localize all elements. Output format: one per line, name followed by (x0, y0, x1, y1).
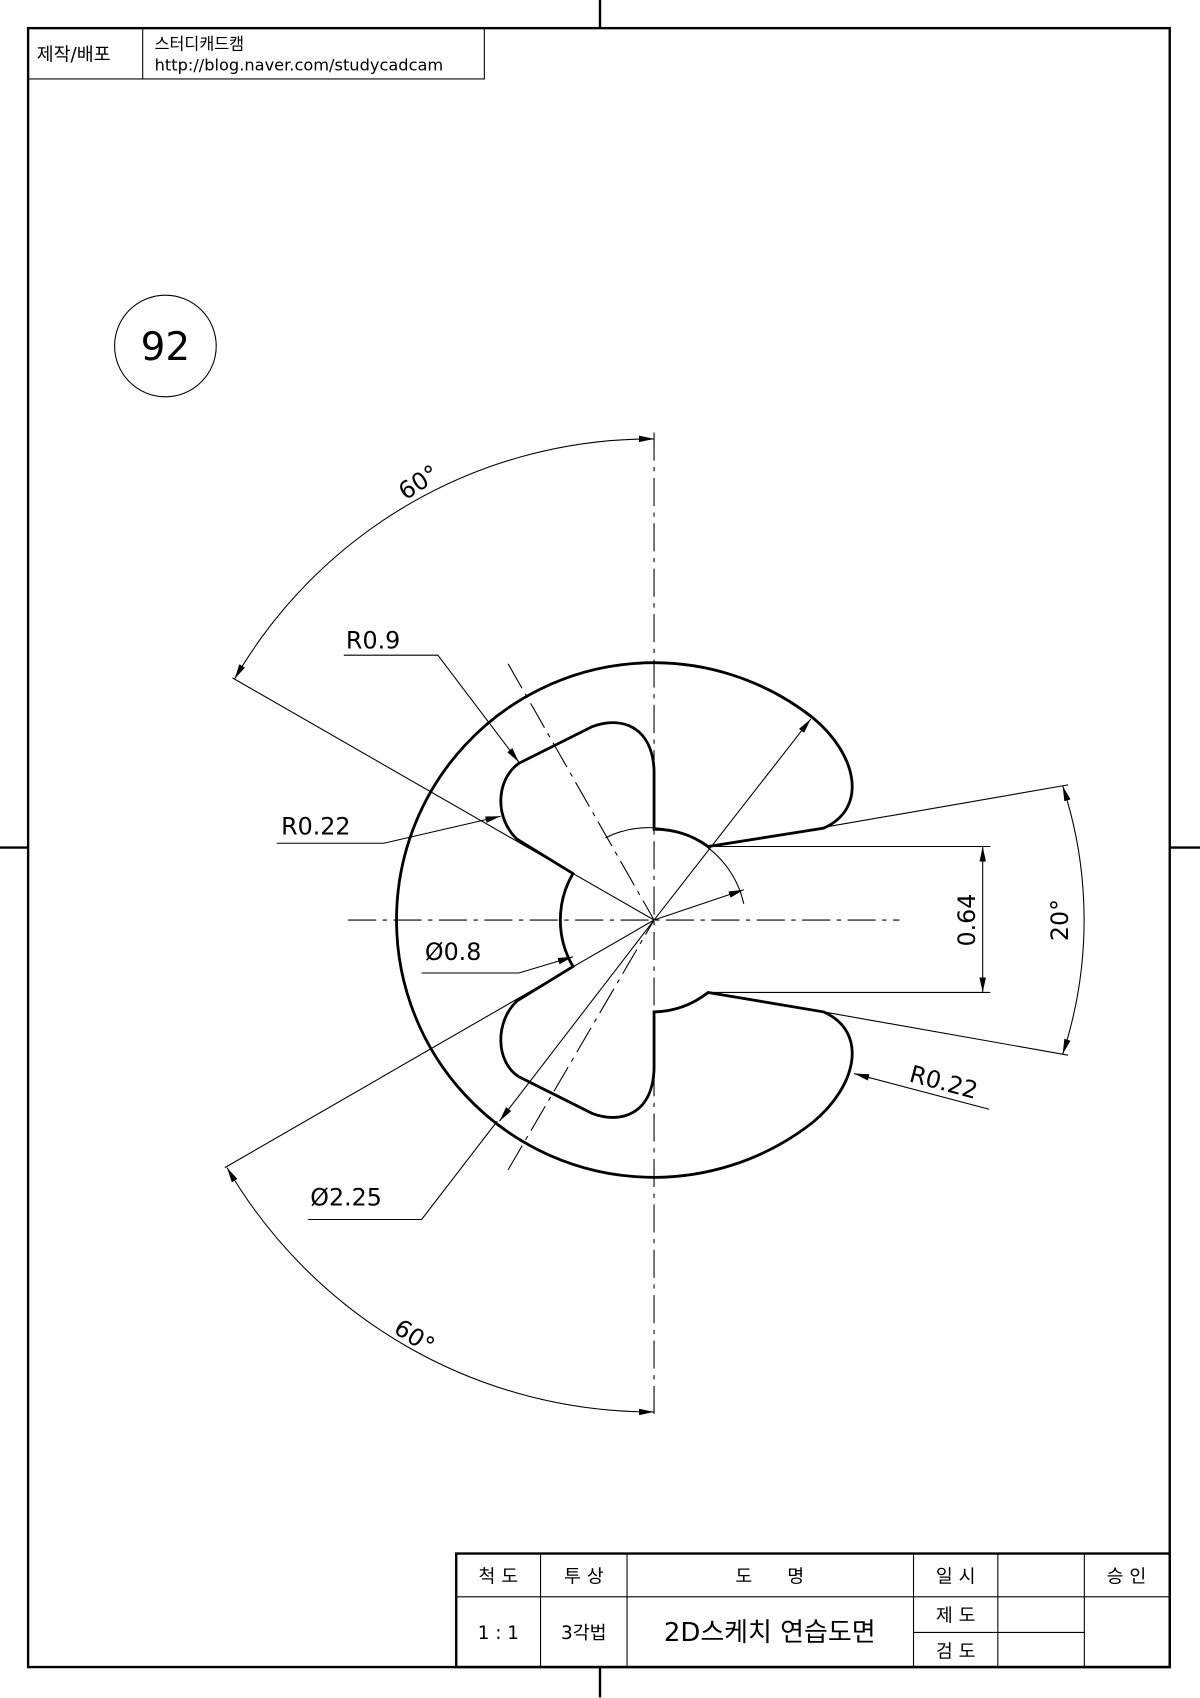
tb-projection-value: 3각법 (561, 1623, 606, 1644)
tb-date-label: 일 시 (936, 1567, 976, 1588)
dimension-lines (224, 435, 1085, 1416)
tb-scale-label: 척 도 (479, 1567, 519, 1588)
dim-radius-lobe: R0.9 (346, 627, 400, 655)
dim-slot-angle: 20° (1046, 899, 1074, 941)
header-box: 제작/배포 스터디캐드캠 http://blog.naver.com/study… (27, 27, 485, 80)
dim-slot-width: 0.64 (953, 894, 981, 947)
center-lines (348, 432, 900, 1419)
tb-checked-label: 검 도 (936, 1641, 976, 1662)
header-label: 제작/배포 (37, 45, 111, 66)
dim-inner-diameter: Ø0.8 (425, 938, 482, 966)
dim-angle-top: 60° (393, 459, 444, 505)
tb-projection-label: 투 상 (564, 1567, 604, 1588)
header-brand: 스터디캐드캠 (155, 35, 244, 54)
title-block: 척 도 투 상 도 명 일 시 승 인 1 : 1 3각법 2D스케치 연습도면… (455, 1552, 1171, 1669)
tb-approval-label: 승 인 (1107, 1567, 1147, 1588)
sheet-border (26, 26, 1171, 1669)
tb-drawing-name: 2D스케치 연습도면 (664, 1618, 876, 1648)
drawing-number-circle (114, 294, 217, 398)
dim-radius-right: R0.22 (907, 1060, 981, 1105)
header-url[interactable]: http://blog.naver.com/studycadcam (155, 55, 444, 74)
drawing-number: 92 (141, 325, 191, 370)
tb-scale-value: 1 : 1 (478, 1623, 519, 1644)
tb-name-label: 도 명 (735, 1567, 804, 1588)
tb-drawn-label: 제 도 (936, 1606, 976, 1627)
dim-angle-bottom: 60° (389, 1313, 440, 1359)
dim-outer-diameter: Ø2.25 (310, 1183, 382, 1211)
part-outline (395, 661, 854, 1179)
dim-radius-left: R0.22 (281, 813, 350, 841)
